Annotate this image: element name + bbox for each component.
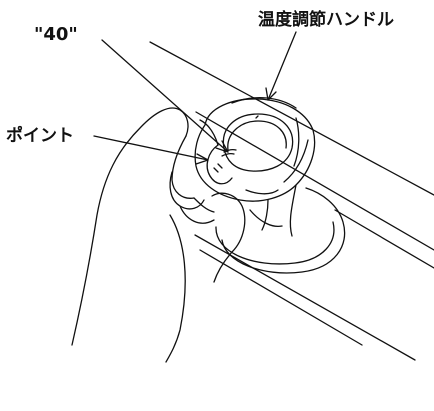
handle-callout-line: [267, 31, 297, 101]
point-arrowhead: [195, 153, 209, 165]
base-ring: [215, 187, 346, 274]
forty-arrowhead: [215, 140, 229, 153]
temperature-handle-label: 温度調節ハンドル: [258, 10, 394, 30]
setting-40-label: "40": [34, 24, 78, 45]
counter-lines: [149, 41, 434, 361]
point-label: ポイント: [6, 126, 74, 146]
callout-lines: [93, 31, 297, 165]
forty-callout-line: [101, 39, 229, 153]
point-callout-line: [93, 135, 209, 161]
handle-arrowhead: [265, 87, 277, 101]
hand: [71, 107, 283, 363]
temperature-handle: [194, 97, 316, 237]
